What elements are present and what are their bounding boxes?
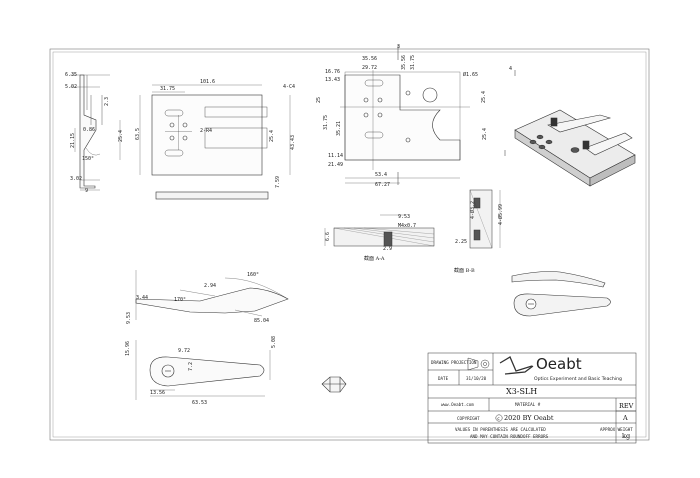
cut-mark-a-right: 4 xyxy=(509,66,512,72)
dim-9: 9 xyxy=(85,188,88,194)
clip-side-view xyxy=(135,270,289,320)
dim-25-4-r2: 25.4 xyxy=(482,128,488,140)
logo-tagline: Optics Experiment and Basic Teaching xyxy=(534,376,622,382)
dim-53-4: 53.4 xyxy=(375,172,387,178)
section-b-caption: 截面 B-B xyxy=(454,267,475,274)
dim-0-86: 0.86 xyxy=(83,127,95,133)
copyright-value: 2020 BY Oeabt xyxy=(504,414,554,422)
dim-85-04: 85.04 xyxy=(254,318,269,324)
dim-170-deg: 170° xyxy=(174,297,186,303)
dim-63-53: 63.53 xyxy=(192,400,207,406)
dim-150-deg: 150° xyxy=(82,156,94,162)
dim-25-4-plate: 25.4 xyxy=(269,130,275,142)
dim-16-76: 16.76 xyxy=(325,69,340,75)
part-name: X3-SLH xyxy=(506,387,537,396)
dim-9-53-clip: 9.53 xyxy=(126,312,132,324)
side-profile-view xyxy=(70,74,121,191)
dim-9-53: 9.53 xyxy=(398,214,410,220)
dim-63-5: 63.5 xyxy=(135,128,141,140)
dim-9-72: 9.72 xyxy=(178,348,190,354)
logo-text: Oeabt xyxy=(536,355,582,373)
nut-view xyxy=(321,376,347,393)
outer-border xyxy=(49,48,650,441)
section-a-caption: 截面 A-A xyxy=(364,255,385,262)
dim-35-21: 35.21 xyxy=(336,121,342,136)
dim-3-44: 3.44 xyxy=(136,295,148,301)
cut-mark-b-top: 3 xyxy=(397,44,400,50)
isometric-assembly-view xyxy=(514,109,636,187)
dim-5-02: 5.02 xyxy=(65,84,77,90)
dim-dia-1-65: Ø1.65 xyxy=(463,71,478,78)
projection-label: DRAWING PROJECTION xyxy=(431,360,477,365)
dim-2-94: 2.94 xyxy=(204,283,216,289)
dim-3-02: 3.02 xyxy=(70,176,82,182)
dim-13-56: 13.56 xyxy=(150,390,165,396)
plate-detail-view xyxy=(340,45,516,185)
dim-5-08: 5.08 xyxy=(271,336,277,348)
section-a-view xyxy=(324,214,435,247)
note-line-1: VALUES IN PARENTHESIS ARE CALCULATED xyxy=(455,427,546,432)
clip-top-view xyxy=(135,340,271,400)
dim-21-15: 21.15 xyxy=(70,133,76,148)
dim-7-59: 7.59 xyxy=(275,176,281,188)
projection-icon xyxy=(467,357,490,371)
dim-35-56: 35.56 xyxy=(362,56,377,62)
dim-29-72: 29.72 xyxy=(362,65,377,71)
plate-top-view xyxy=(139,84,291,200)
isometric-clip-views xyxy=(511,271,611,317)
weight-unit: kg xyxy=(622,432,630,440)
dim-31-75: 31.75 xyxy=(160,86,175,92)
dim-m4: M4x0.7 xyxy=(398,223,416,229)
dim-2-3: 2.3 xyxy=(104,97,110,106)
dim-25-4-left: 25.4 xyxy=(118,130,124,142)
date-label: DATE xyxy=(438,376,449,381)
section-b-view xyxy=(469,189,501,249)
dim-2-25: 2.25 xyxy=(455,239,467,245)
material-label: MATERIAL # xyxy=(515,402,541,407)
rev-value: A xyxy=(622,414,628,422)
dim-6-35: 6.35 xyxy=(65,72,77,78)
dim-35-56-v: 35.56 xyxy=(401,55,407,70)
dim-15-96: 15.96 xyxy=(125,341,131,356)
copyright-icon: c xyxy=(495,414,503,422)
dim-11-14: 11.14 xyxy=(328,153,343,159)
dim-2-9: 2.9 xyxy=(383,246,392,252)
svg-text:c: c xyxy=(497,417,500,422)
dim-4-c4: 4-C4 xyxy=(283,84,295,90)
logo-mark-icon xyxy=(499,356,534,375)
dim-6-6: 6.6 xyxy=(325,232,331,241)
copyright-label: COPYRIGHT xyxy=(457,416,480,421)
title-block xyxy=(427,352,637,444)
dim-101-6: 101.6 xyxy=(200,79,215,85)
dim-4-dia-5-99: 4-Ø5.99 xyxy=(497,204,504,225)
note-line-2: AND MAY CONTAIN ROUNDOFF ERRORS xyxy=(470,434,549,439)
dim-2-r4: 2-R4 xyxy=(200,128,212,134)
dim-25: 25 xyxy=(316,97,322,103)
dim-25-4-r: 25.4 xyxy=(481,91,487,103)
date-value: 31/10/20 xyxy=(466,376,487,381)
dim-67-27: 67.27 xyxy=(375,182,390,188)
website: www.Oeabt.com xyxy=(441,402,474,407)
dim-160-deg: 160° xyxy=(247,272,259,278)
dim-4-dia-3-2: 4-Ø3.2 xyxy=(469,201,476,219)
dim-43-43: 43.43 xyxy=(290,135,296,150)
dim-21-49: 21.49 xyxy=(328,162,343,168)
dim-13-43: 13.43 xyxy=(325,77,340,83)
dim-31-75-r: 31.75 xyxy=(323,115,329,130)
inner-border xyxy=(52,51,647,438)
rev-label: REV xyxy=(619,402,634,410)
approx-weight-label: APPROX WEIGHT xyxy=(600,427,633,432)
dim-31-75-v: 31.75 xyxy=(410,55,416,70)
dim-7-2: 7.2 xyxy=(188,362,194,371)
